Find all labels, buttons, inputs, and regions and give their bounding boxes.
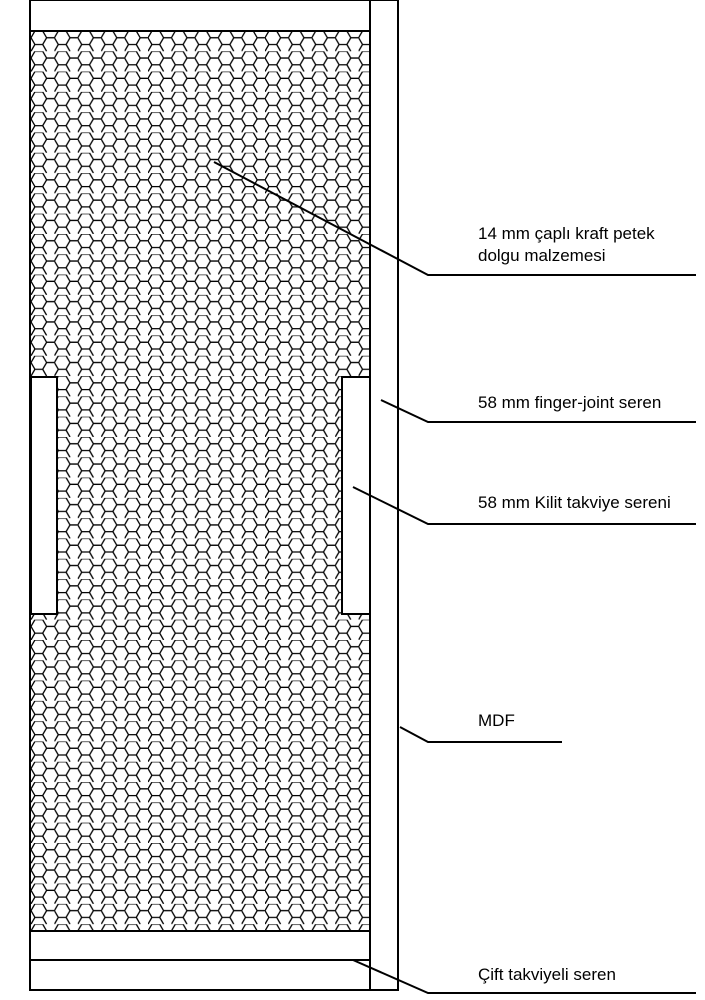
honeycomb-fill xyxy=(31,31,370,931)
mdf-stile xyxy=(369,0,399,991)
leader-mdf xyxy=(399,726,562,743)
label-honeycomb-line1: 14 mm çaplı kraft petek xyxy=(478,224,655,243)
leader-kilit xyxy=(352,486,696,525)
label-honeycomb: 14 mm çaplı kraft petek dolgu malzemesi xyxy=(478,223,655,267)
label-mdf: MDF xyxy=(478,711,515,730)
lock-block-left xyxy=(30,376,58,615)
label-honeycomb-line2: dolgu malzemesi xyxy=(478,246,606,265)
leader-cift xyxy=(352,959,696,994)
label-kilit: 58 mm Kilit takviye sereni xyxy=(478,493,671,512)
label-cift: Çift takviyeli seren xyxy=(478,965,616,984)
label-finger-joint: 58 mm finger-joint seren xyxy=(478,393,662,412)
leader-finger-joint xyxy=(380,399,696,423)
lock-block-right xyxy=(341,376,371,615)
leader-honeycomb xyxy=(213,161,696,276)
